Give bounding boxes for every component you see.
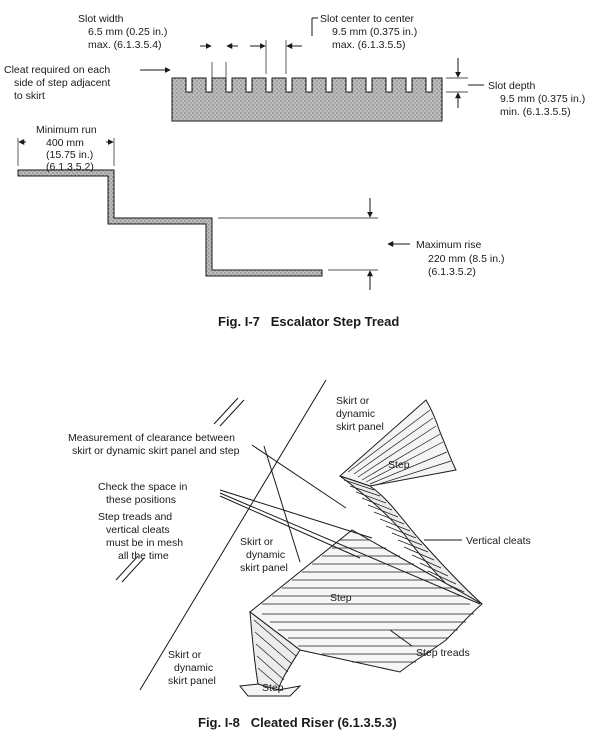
upper-tread-hatching (347, 409, 452, 486)
skirt-top-label-1: Skirt or (336, 395, 370, 407)
min-run-label-1: Minimum run (36, 124, 97, 136)
skirt-top-label-2: dynamic (336, 408, 375, 420)
slot-width-label-3: max. (6.1.3.5.4) (88, 39, 162, 51)
vertical-cleats-label: Vertical cleats (466, 535, 531, 547)
check-leader-3 (219, 495, 361, 559)
max-rise-label-1: Maximum rise (416, 239, 481, 251)
break-mark-upper-1 (213, 397, 239, 425)
cleat-required-label-2: side of step adjacent (14, 77, 110, 89)
mesh-note-label-1: Step treads and (98, 511, 172, 523)
skirt-top-label-3: skirt panel (336, 421, 384, 433)
cleat-required-label-1: Cleat required on each (4, 64, 110, 76)
step-top-label: Step (388, 459, 410, 471)
min-run-label-2: 400 mm (46, 137, 84, 149)
middle-step-tread (249, 529, 483, 673)
min-run-label-3: (15.75 in.) (46, 149, 93, 161)
skirt-bottom-label-3: skirt panel (168, 675, 216, 687)
slot-depth-label-3: min. (6.1.3.5.5) (500, 106, 571, 118)
skirt-mid-label-3: skirt panel (240, 562, 288, 574)
bottom-step (239, 683, 302, 697)
check-leader-2 (219, 492, 481, 605)
min-run-label-4: (6.1.3.5.2) (46, 161, 94, 173)
slot-depth-label-1: Slot depth (488, 80, 535, 92)
step-treads-leader (389, 629, 413, 647)
measurement-leader-2 (263, 445, 301, 563)
mesh-note-label-4: all the time (118, 550, 169, 562)
check-space-label-1: Check the space in (98, 481, 187, 493)
slot-depth-label-2: 9.5 mm (0.375 in.) (500, 93, 585, 105)
slot-center-label-3: max. (6.1.3.5.5) (332, 39, 406, 51)
fig-i7-caption: Fig. I-7 Escalator Step Tread (218, 314, 399, 329)
slot-center-label-2: 9.5 mm (0.375 in.) (332, 26, 417, 38)
fig-i8-cleated-riser: Skirt or dynamic skirt panel Measurement… (68, 379, 531, 730)
break-mark-lower-2 (121, 557, 145, 583)
fig-i7-step-tread: Slot width 6.5 mm (0.25 in.) max. (6.1.3… (4, 13, 585, 329)
slot-width-label-2: 6.5 mm (0.25 in.) (88, 26, 167, 38)
skirt-bottom-label-2: dynamic (174, 662, 213, 674)
slot-center-label-1: Slot center to center (320, 13, 414, 25)
fig-i8-caption: Fig. I-8 Cleated Riser (6.1.3.5.3) (198, 715, 397, 730)
measurement-leader-1 (251, 444, 347, 509)
mesh-note-label-3: must be in mesh (106, 537, 183, 549)
lower-riser-lines (253, 619, 297, 688)
cleat-required-label-3: to skirt (14, 90, 45, 102)
mesh-note-label-2: vertical cleats (106, 524, 170, 536)
step-bottom-label: Step (262, 682, 284, 694)
skirt-panel-edge (139, 379, 327, 691)
cleated-tread-block (171, 77, 443, 122)
slot-width-label-1: Slot width (78, 13, 124, 25)
measurement-label-1: Measurement of clearance between (68, 432, 235, 444)
step-treads-label: Step treads (416, 647, 470, 659)
max-rise-label-3: (6.1.3.5.2) (428, 266, 476, 278)
check-leader-1 (219, 489, 373, 539)
step-profile (17, 169, 323, 277)
measurement-label-2: skirt or dynamic skirt panel and step (72, 445, 240, 457)
step-mid-label: Step (330, 592, 352, 604)
skirt-bottom-label-1: Skirt or (168, 649, 202, 661)
break-mark-lower-1 (115, 555, 139, 581)
middle-tread-hatching (262, 539, 474, 663)
skirt-mid-label-2: dynamic (246, 549, 285, 561)
max-rise-label-2: 220 mm (8.5 in.) (428, 253, 504, 265)
break-mark-upper-2 (219, 399, 245, 427)
check-space-label-2: these positions (106, 494, 176, 506)
skirt-mid-label-1: Skirt or (240, 536, 274, 548)
